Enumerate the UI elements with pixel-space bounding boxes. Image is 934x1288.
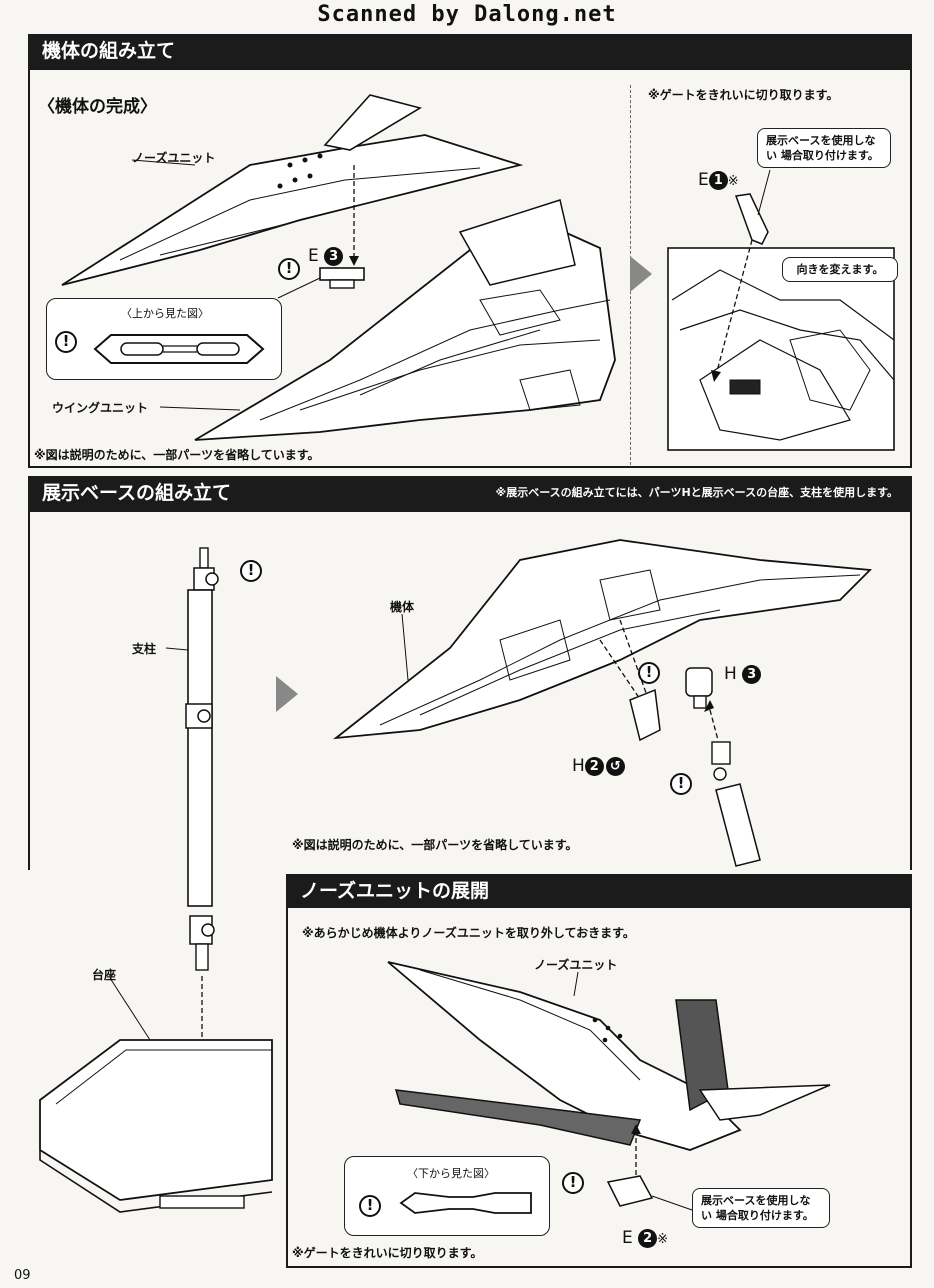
part-e3-number: 3	[324, 246, 344, 266]
part-h3-tag: H 3	[724, 664, 762, 684]
part-e2-number: 2	[638, 1228, 658, 1248]
rotate-icon: ↺	[605, 756, 625, 776]
page-number: 09	[14, 1268, 31, 1283]
gate-note-2: ※ゲートをきれいに切り取ります。	[292, 1246, 483, 1260]
section-title-text: 展示ベースの組み立て	[42, 482, 232, 504]
part-e1-mark: ※	[727, 174, 739, 189]
caution-icon: !	[55, 331, 77, 353]
part-e1-letter: E	[698, 170, 709, 190]
top-view-inset: 〈上から見た図〉 !	[46, 298, 282, 380]
section-title-display-base: 展示ベースの組み立て ※展示ベースの組み立てには、パーツHと展示ベースの台座、支…	[28, 476, 912, 510]
top-view-part-drawing	[93, 334, 265, 364]
bottom-view-inset: 〈下から見た図〉 !	[344, 1156, 550, 1236]
section-frame-display-base	[28, 510, 912, 870]
section-title-nose-deploy: ノーズユニットの展開	[286, 874, 912, 908]
label-body: 機体	[390, 600, 415, 614]
caution-icon: !	[562, 1172, 584, 1194]
note-remove-nose: ※あらかじめ機体よりノーズユニットを取り外しておきます。	[302, 926, 635, 940]
caution-icon: !	[240, 560, 262, 582]
part-h2-number: 2	[584, 756, 604, 776]
label-wing-unit: ウイングユニット	[52, 401, 149, 415]
callout-no-base-2: 展示ベースを使用しない 場合取り付けます。	[692, 1188, 830, 1228]
part-e3-letter: E	[308, 246, 319, 266]
caution-icon: !	[670, 773, 692, 795]
part-e2-tag: E 2※	[622, 1228, 668, 1248]
part-e1-number: 1	[708, 170, 728, 190]
label-pillar: 支柱	[132, 642, 157, 656]
callout-rotate: 向きを変えます。	[782, 257, 898, 282]
subtitle-completion: 〈機体の完成〉	[38, 97, 157, 117]
top-view-label: 〈上から見た図〉	[121, 307, 209, 320]
step-arrow	[276, 676, 298, 712]
label-nose-unit-2: ノーズユニット	[534, 958, 618, 972]
part-e3-tag: E 3	[308, 246, 344, 266]
bottom-view-part-drawing	[399, 1192, 532, 1214]
note-parts-omitted-2: ※図は説明のために、一部パーツを省略しています。	[292, 838, 578, 852]
scan-watermark: Scanned by Dalong.net	[317, 2, 617, 27]
callout-no-base-1: 展示ベースを使用しない 場合取り付けます。	[757, 128, 891, 168]
caution-icon: !	[278, 258, 300, 280]
section-frame-assembly	[28, 68, 912, 468]
section-title-text: 機体の組み立て	[42, 40, 176, 62]
part-h2-letter: H	[572, 756, 585, 776]
note-parts-omitted: ※図は説明のために、一部パーツを省略しています。	[34, 448, 320, 462]
section-title-assembly: 機体の組み立て	[28, 34, 912, 68]
part-e2-letter: E	[622, 1228, 633, 1248]
part-h3-letter: H	[724, 664, 737, 684]
step-arrow	[630, 256, 652, 292]
section-title-text: ノーズユニットの展開	[300, 880, 490, 902]
part-e2-mark: ※	[657, 1232, 669, 1247]
display-base-note: ※展示ベースの組み立てには、パーツHと展示ベースの台座、支柱を使用します。	[495, 486, 898, 499]
gate-note-1: ※ゲートをきれいに切り取ります。	[648, 88, 839, 102]
part-h3-number: 3	[742, 664, 762, 684]
caution-icon: !	[359, 1195, 381, 1217]
section-frame-nose-deploy	[286, 908, 912, 1268]
bottom-view-label: 〈下から見た図〉	[407, 1167, 495, 1180]
